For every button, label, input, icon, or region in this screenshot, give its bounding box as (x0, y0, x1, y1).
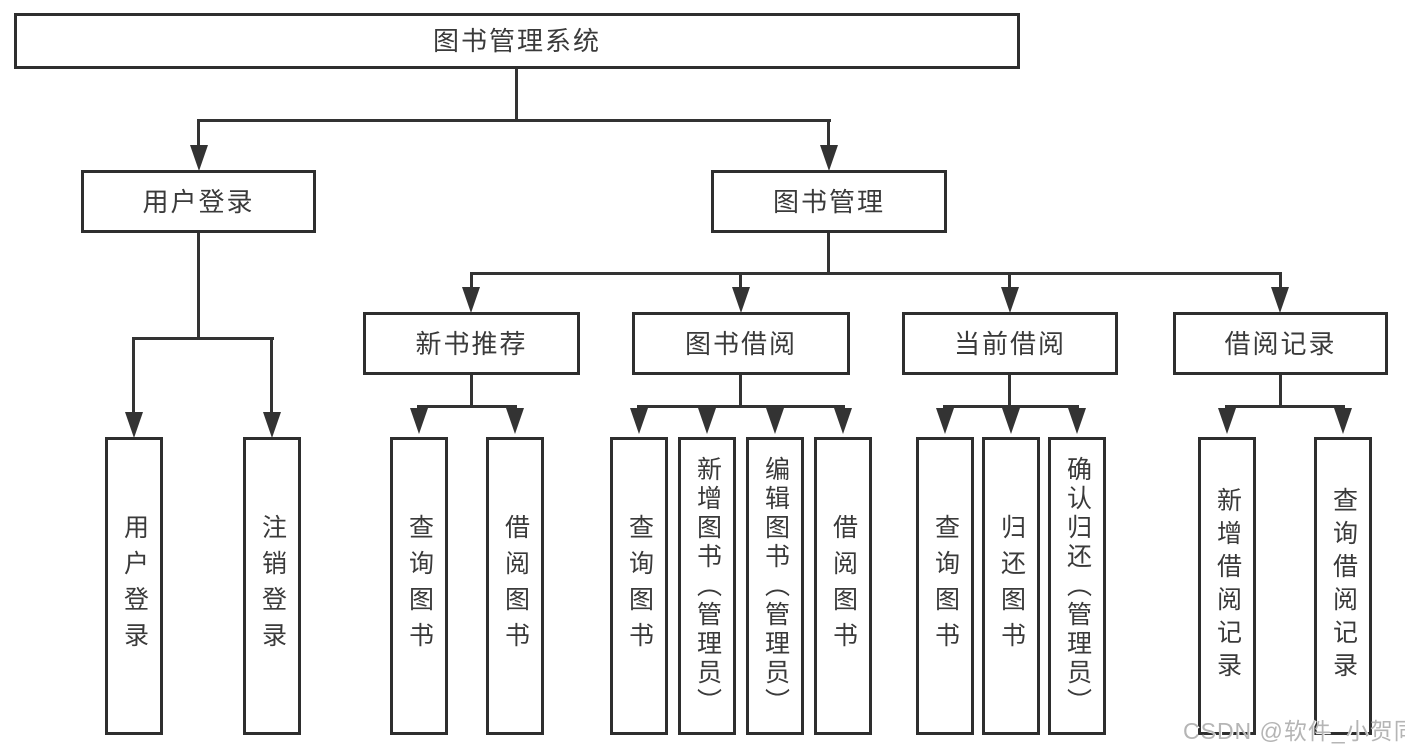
node-label: 图书管理 (772, 186, 885, 217)
node-label: 借阅图书 (501, 514, 530, 658)
arrow-down-icon (1002, 408, 1020, 434)
connector-line (739, 272, 742, 290)
node-borrow-book-1: 借阅图书 (486, 437, 544, 735)
node-label: 借阅图书 (829, 514, 858, 658)
node-book-borrow: 图书借阅 (632, 312, 850, 375)
connector-line (197, 119, 200, 151)
arrow-down-icon (506, 408, 524, 434)
connector-line (270, 337, 273, 415)
arrow-down-icon (1068, 408, 1086, 434)
node-root-label: 图书管理系统 (432, 26, 601, 56)
arrow-down-icon (1271, 287, 1289, 313)
node-new-book-recommend: 新书推荐 (363, 312, 580, 375)
node-query-book-1: 查询图书 (390, 437, 448, 735)
connector-line (1279, 375, 1282, 405)
arrow-down-icon (698, 408, 716, 434)
arrow-down-icon (732, 287, 750, 313)
node-label: 编辑图书（管理员） (761, 455, 790, 717)
node-add-borrow-record: 新增借阅记录 (1198, 437, 1256, 735)
connector-line (739, 375, 742, 405)
node-query-book-3: 查询图书 (916, 437, 974, 735)
node-label: 查询借阅记录 (1329, 487, 1358, 685)
node-book-management: 图书管理 (711, 170, 947, 233)
arrow-down-icon (462, 287, 480, 313)
arrow-down-icon (1334, 408, 1352, 434)
arrow-down-icon (630, 408, 648, 434)
connector-line (1279, 272, 1282, 290)
node-add-book-admin: 新增图书（管理员） (678, 437, 736, 735)
node-user-login-op: 用户登录 (105, 437, 163, 735)
arrow-down-icon (263, 412, 281, 438)
node-current-borrow: 当前借阅 (902, 312, 1118, 375)
node-label: 新增图书（管理员） (693, 455, 722, 717)
node-logout-op: 注销登录 (243, 437, 301, 735)
csdn-watermark: CSDN @软件_小贺同学 (1183, 718, 1405, 744)
arrow-down-icon (125, 412, 143, 438)
node-label: 查询图书 (931, 514, 960, 658)
node-label: 用户登录 (120, 514, 149, 658)
connector-line (827, 119, 830, 151)
node-borrow-records: 借阅记录 (1173, 312, 1388, 375)
arrow-down-icon (766, 408, 784, 434)
connector-line (827, 233, 830, 272)
arrow-down-icon (190, 145, 208, 171)
node-root: 图书管理系统 (14, 13, 1020, 69)
connector-line (197, 119, 831, 122)
node-label: 查询图书 (625, 514, 654, 658)
node-confirm-return-admin: 确认归还（管理员） (1048, 437, 1106, 735)
connector-line (515, 69, 518, 121)
connector-line (132, 337, 135, 415)
connector-line (637, 405, 845, 408)
node-query-borrow-record: 查询借阅记录 (1314, 437, 1372, 735)
arrow-down-icon (936, 408, 954, 434)
connector-line (470, 272, 473, 290)
node-label: 归还图书 (997, 514, 1026, 658)
node-borrow-book-2: 借阅图书 (814, 437, 872, 735)
node-query-book-2: 查询图书 (610, 437, 668, 735)
connector-line (197, 233, 200, 337)
node-edit-book-admin: 编辑图书（管理员） (746, 437, 804, 735)
connector-line (417, 405, 517, 408)
connector-line (943, 405, 1079, 408)
connector-line (1008, 272, 1011, 290)
node-label: 借阅记录 (1224, 328, 1337, 359)
node-label: 当前借阅 (953, 328, 1066, 359)
node-label: 新增借阅记录 (1213, 487, 1242, 685)
arrow-down-icon (1001, 287, 1019, 313)
connector-line (1008, 375, 1011, 405)
connector-line (470, 272, 1282, 275)
node-user-login: 用户登录 (81, 170, 316, 233)
node-label: 查询图书 (405, 514, 434, 658)
arrow-down-icon (820, 145, 838, 171)
node-label: 确认归还（管理员） (1063, 455, 1092, 717)
arrow-down-icon (410, 408, 428, 434)
node-label: 图书借阅 (684, 328, 797, 359)
node-label: 用户登录 (142, 186, 255, 217)
node-label: 新书推荐 (415, 328, 528, 359)
connector-line (1225, 405, 1345, 408)
node-label: 注销登录 (258, 514, 287, 658)
arrow-down-icon (834, 408, 852, 434)
node-return-book: 归还图书 (982, 437, 1040, 735)
connector-line (132, 337, 274, 340)
arrow-down-icon (1218, 408, 1236, 434)
connector-line (470, 375, 473, 405)
